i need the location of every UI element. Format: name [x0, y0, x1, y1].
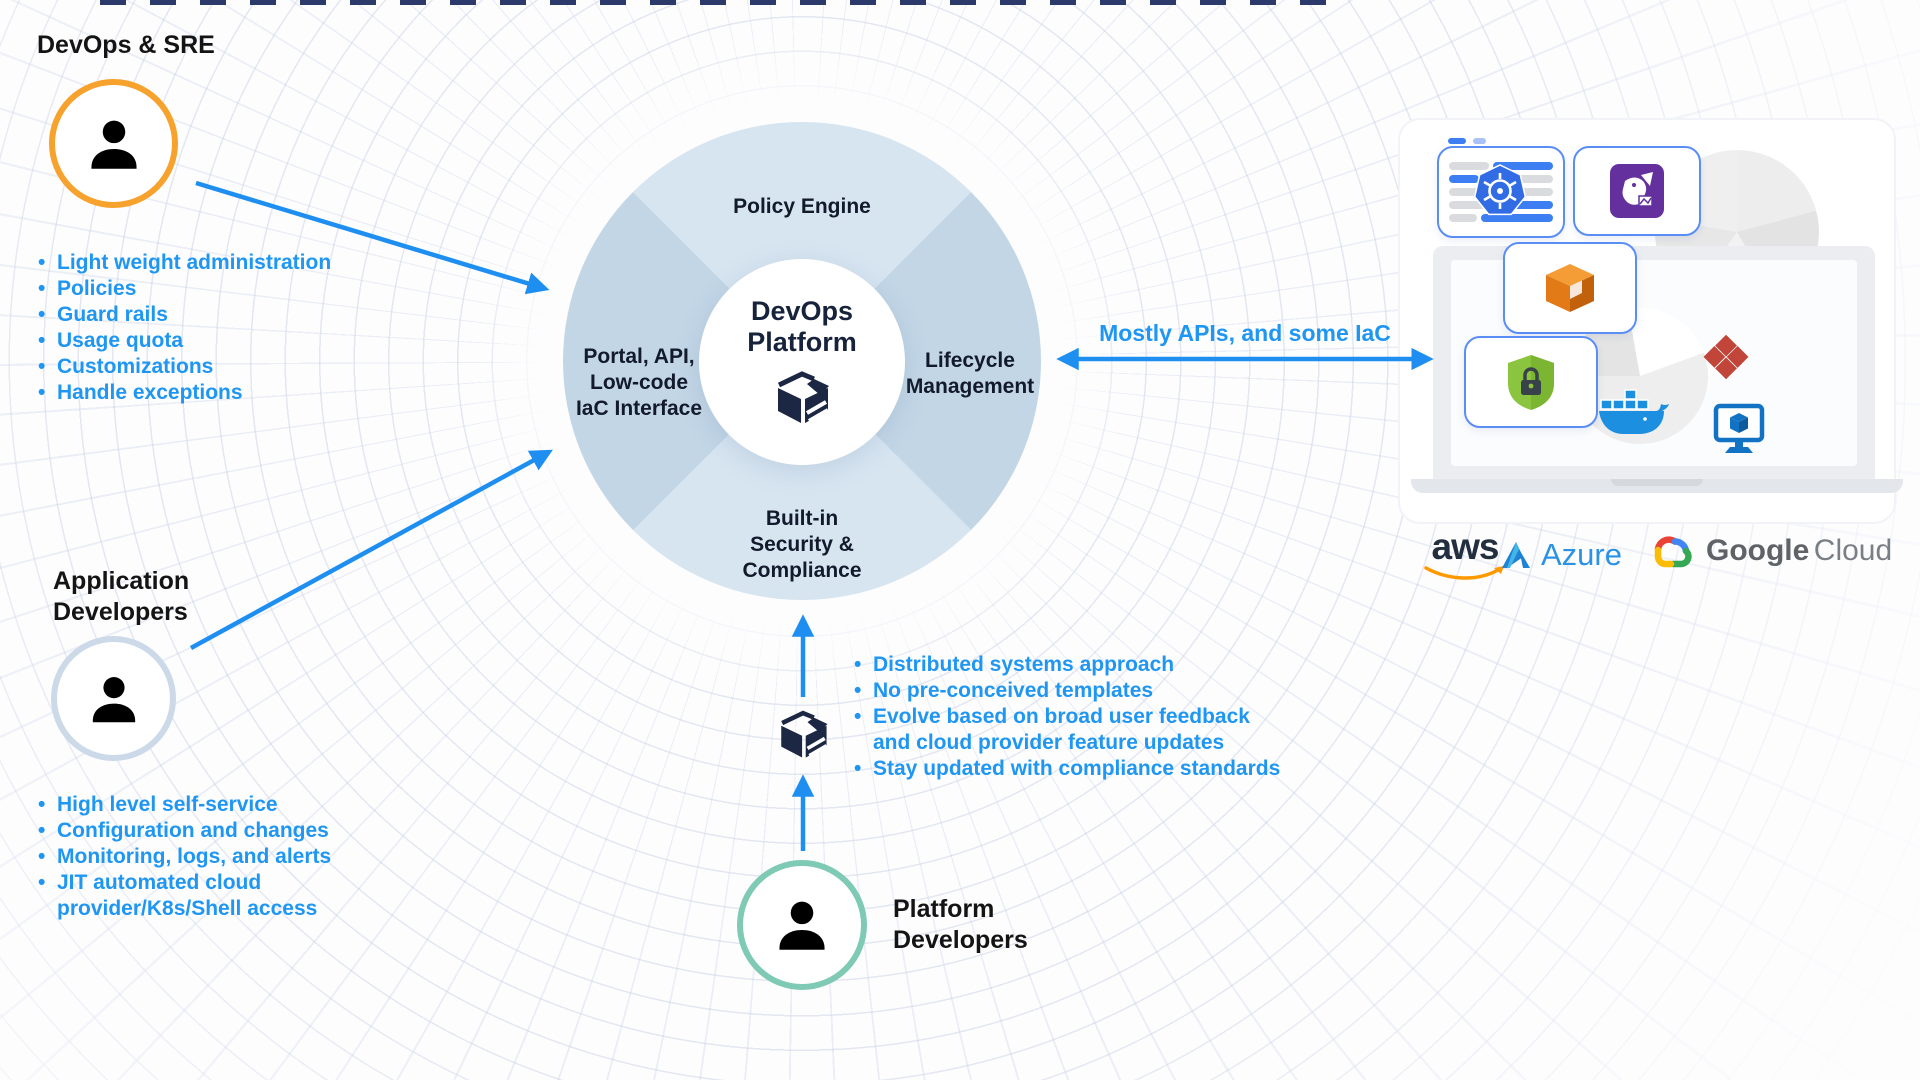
google-cloud-logo: Google Cloud [1648, 533, 1892, 569]
platform-hub-title: DevOps Platform [747, 296, 857, 357]
dashboard-bar [1449, 162, 1489, 170]
red-blocks-service-icon: ❖ [1700, 326, 1752, 391]
list-item: Handle exceptions [36, 380, 366, 406]
devops-sre-bullets: Light weight administration Policies Gua… [36, 250, 366, 406]
top-dashed-line [100, 0, 1350, 5]
quadrant-policy-engine: Policy Engine [563, 194, 1041, 220]
list-item: Evolve based on broad user feedback and … [852, 704, 1292, 756]
aws-service-icon [1546, 264, 1594, 312]
platdev-title: Platform Developers [893, 895, 1028, 954]
list-item: Policies [36, 276, 366, 302]
person-icon [769, 892, 835, 958]
arrow-appdev-to-platform [189, 449, 553, 650]
list-item: Guard rails [36, 302, 366, 328]
laptop-base [1411, 479, 1903, 493]
dashboard-bar [1493, 162, 1553, 170]
devops-sre-avatar [49, 79, 178, 208]
arrow-devops-to-platform [195, 180, 550, 295]
appdev-title: Application Developers [53, 567, 190, 626]
aws-service-card [1503, 242, 1637, 334]
list-item: Monitoring, logs, and alerts [36, 844, 356, 870]
security-shield-card [1464, 336, 1598, 428]
platform-circle: Policy Engine Portal, API, Low-code IaC … [563, 122, 1041, 600]
platform-box-icon-small [772, 704, 834, 762]
google-cloud-icon [1654, 536, 1692, 568]
browser-tab-accent [1448, 138, 1466, 144]
quadrant-lifecycle: Lifecycle Management [905, 349, 1035, 398]
google-wordmark: Google [1706, 534, 1810, 567]
quadrant-portal-api: Portal, API, Low-code IaC Interface [575, 345, 703, 420]
dashboard-bar [1449, 175, 1479, 183]
azure-wordmark: Azure [1541, 537, 1622, 572]
appdev-bullets: High level self-service Configuration an… [36, 792, 356, 922]
dashboard-bar [1481, 214, 1553, 222]
docker-whale-icon [1599, 389, 1669, 434]
person-icon [83, 668, 145, 730]
cloud-wordmark: Cloud [1813, 534, 1893, 567]
vm-monitor-cube-icon [1713, 403, 1765, 453]
azure-logo: Azure [1502, 537, 1622, 573]
devops-sre-title: DevOps & SRE [37, 31, 215, 59]
list-item: Stay updated with compliance standards [852, 756, 1292, 782]
platform-hub: DevOps Platform [699, 259, 905, 465]
laptop-notch [1611, 479, 1703, 486]
aws-logo: aws [1421, 526, 1509, 588]
list-item: Customizations [36, 354, 366, 380]
dashboard-bar [1449, 201, 1495, 209]
platdev-avatar [737, 860, 867, 990]
datadog-card [1573, 146, 1701, 236]
list-item: Light weight administration [36, 250, 366, 276]
list-item: High level self-service [36, 792, 356, 818]
dashboard-bar [1449, 214, 1477, 222]
quadrant-security-compliance: Built-in Security & Compliance [742, 507, 862, 582]
appdev-avatar [51, 636, 176, 761]
platform-box-icon [767, 364, 837, 428]
list-item: Distributed systems approach [852, 652, 1292, 678]
datadog-icon [1610, 164, 1664, 218]
aws-swoosh-icon [1424, 566, 1504, 580]
list-item: Configuration and changes [36, 818, 356, 844]
person-icon [81, 111, 147, 177]
kubernetes-dashboard-card [1437, 146, 1565, 238]
api-connection-label: Mostly APIs, and some IaC [1099, 320, 1391, 346]
dashboard-bar [1499, 201, 1553, 209]
browser-tab-accent [1473, 138, 1486, 144]
kubernetes-icon [1473, 164, 1527, 216]
quadrant-label: Policy Engine [733, 195, 871, 218]
list-item: Usage quota [36, 328, 366, 354]
azure-icon [1502, 542, 1530, 568]
aws-wordmark: aws [1431, 526, 1500, 567]
shield-lock-icon [1508, 355, 1554, 410]
list-item: No pre-conceived templates [852, 678, 1292, 704]
platdev-bullets: Distributed systems approach No pre-conc… [852, 652, 1292, 782]
list-item: JIT automated cloud provider/K8s/Shell a… [36, 870, 356, 922]
